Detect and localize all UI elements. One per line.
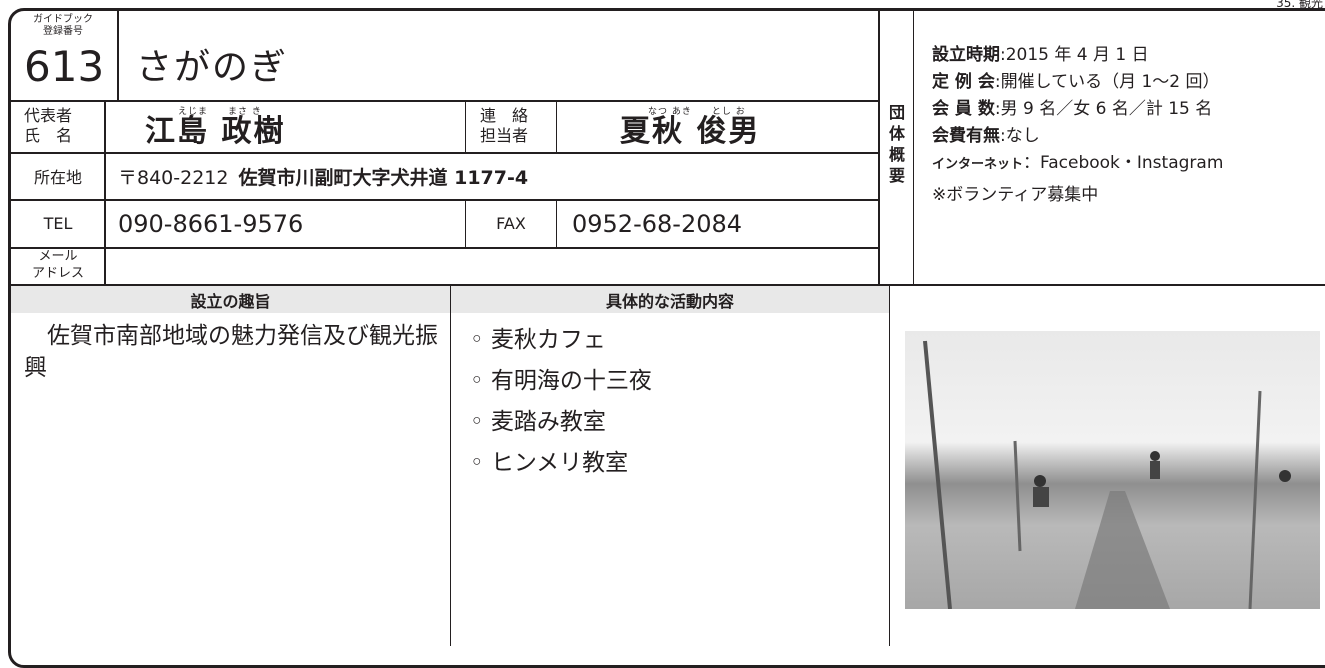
corner-category-label: 35. 観光 [1276,0,1323,10]
rep-label-line2: 氏 名 [24,126,73,145]
overview-item-value: Facebook・Instagram [1040,153,1224,173]
activities-list: ◦ 麦秋カフェ ◦ 有明海の十三夜 ◦ 麦踏み教室 ◦ ヒンメリ教室 [470,320,652,484]
overview-side-char: 概 [888,145,905,164]
divider [10,199,879,201]
activity-photo-illustration [923,340,1291,610]
guide-label: ガイドブック 登録番号 [28,14,98,38]
purpose-header: 設立の趣旨 [11,286,450,313]
overview-item-meeting: 定 例 会:開催している（月 1～2 回） [932,72,1220,92]
activities-header: 具体的な活動内容 [451,286,889,313]
divider [556,100,557,152]
divider [878,10,880,284]
group-name: さがのぎ [136,47,289,88]
registration-number: 613 [24,42,105,91]
tel-label: TEL [43,214,73,233]
contact-ruby: なつ あき とし お [648,107,746,117]
activity-item: ◦ 麦踏み教室 [470,409,606,435]
overview-side-label: 団 体 概 要 [883,102,911,186]
overview-list: 設立時期:2015 年 4 月 1 日 定 例 会:開催している（月 1～2 回… [932,42,1223,209]
overview-item-members: 会 員 数:男 9 名／女 6 名／計 15 名 [932,99,1213,119]
overview-side-char: 要 [888,166,905,185]
overview-side-char: 団 [888,103,905,122]
overview-item-fee: 会費有無:なし [932,126,1040,146]
contact-label: 連 絡 担当者 [480,106,528,146]
overview-item-internet: インターネット：Facebook・Instagram [932,153,1224,173]
divider [889,284,890,646]
fax-value: 0952-68-2084 [572,209,743,238]
mail-label-line1: メール [38,249,78,264]
address-value: 〒840-2212 佐賀市川副町大字犬井道 1177-4 [118,153,528,199]
rep-name: 江島 政樹 [145,114,286,149]
activity-item: ◦ ヒンメリ教室 [470,450,629,476]
overview-side-char: 体 [888,124,905,143]
divider [10,152,879,154]
guide-label-line2: 登録番号 [43,26,83,37]
rep-ruby: えじま まさ き [178,107,262,117]
rep-label-line1: 代表者 [24,106,73,125]
overview-item-label: 会 員 数 [932,99,995,119]
overview-item-label: 設立時期 [932,45,1000,65]
overview-item-value: なし [1005,126,1040,146]
divider [450,284,451,646]
overview-note: ※ボランティア募集中 [932,185,1099,205]
overview-item-value: 開催している（月 1～2 回） [1000,72,1220,92]
activity-item: ◦ 有明海の十三夜 [470,368,652,394]
overview-item-value: 男 9 名／女 6 名／計 15 名 [1000,99,1213,119]
divider [117,10,119,100]
fax-label: FAX [496,214,526,233]
mail-label-line2: アドレス [31,266,84,281]
overview-item-value: 2015 年 4 月 1 日 [1005,45,1149,65]
guide-label-line1: ガイドブック [33,14,93,25]
contact-label-line1: 連 絡 [480,106,529,125]
overview-item-founded: 設立時期:2015 年 4 月 1 日 [932,45,1149,65]
address-label: 所在地 [33,168,82,187]
overview-item-label: 定 例 会 [932,72,995,92]
divider [465,200,466,248]
address-street: 佐賀市川副町大字犬井道 1177-4 [238,166,529,189]
divider [465,100,466,152]
activity-item: ◦ 麦秋カフェ [470,327,606,353]
rep-label: 代表者 氏 名 [24,106,72,146]
divider [10,284,1325,286]
divider [913,10,914,284]
overview-item-label: インターネット [932,157,1024,172]
purpose-text: 佐賀市南部地域の魅力発信及び観光振興 [24,323,438,381]
overview-item-label: 会費有無 [932,126,1000,146]
contact-label-line2: 担当者 [480,126,529,145]
divider [10,247,879,249]
mail-label: メール アドレス [14,248,102,282]
tel-value: 090-8661-9576 [118,209,304,238]
divider [10,100,879,102]
divider [104,100,106,284]
divider [556,200,557,248]
activity-photo [905,331,1320,610]
contact-name: 夏秋 俊男 [620,114,761,149]
address-postal: 〒840-2212 [118,166,229,189]
